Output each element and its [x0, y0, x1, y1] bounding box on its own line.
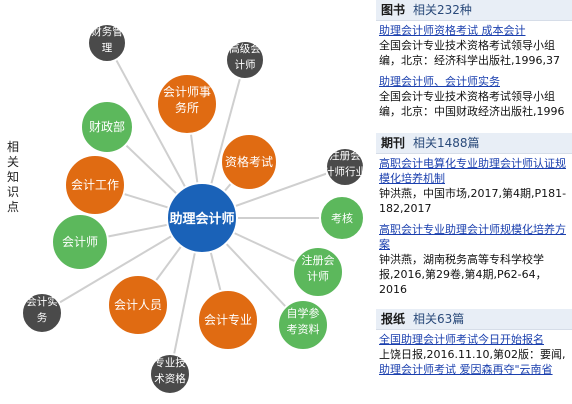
graph-node-label: 财务管理: [91, 25, 123, 54]
journals-section-count[interactable]: 相关1488篇: [413, 135, 480, 150]
graph-node-circle[interactable]: [64, 154, 126, 216]
journal-description: 钟洪燕，湖南税务高等专科学校学报,2016,第29卷,第4期,P62-64，20…: [379, 253, 547, 296]
graph-node[interactable]: 考核: [319, 195, 365, 241]
graph-node[interactable]: 资格考试: [220, 133, 278, 191]
graph-node-circle[interactable]: [197, 289, 259, 351]
graph-node-circle[interactable]: [156, 73, 218, 135]
graph-node-label: 自学参考资料: [287, 306, 320, 336]
list-item: 高职会计专业助理会计师规模化培养方案 钟洪燕，湖南税务高等专科学校学报,2016…: [376, 222, 572, 297]
graph-node[interactable]: 财务管理: [87, 23, 127, 63]
graph-node-circle[interactable]: [225, 40, 265, 80]
journals-section-header[interactable]: 期刊 相关1488篇: [376, 133, 572, 154]
book-title-link[interactable]: 助理会计师、会计师实务: [379, 75, 500, 88]
knowledge-graph[interactable]: 财务管理高级会计师会计师事务所财政部资格考试 注册会计师行业会计工作考核会计师注册…: [0, 0, 372, 404]
graph-node[interactable]: 注册会计师行业: [324, 147, 366, 187]
graph-node-label: 会计工作: [71, 178, 119, 192]
graph-node-label: 资格考试: [225, 154, 273, 169]
graph-node-label: 高级会计师: [229, 42, 261, 71]
graph-nodes[interactable]: 财务管理高级会计师会计师事务所财政部资格考试 注册会计师行业会计工作考核会计师注册…: [21, 23, 366, 395]
graph-node[interactable]: 会计师: [51, 213, 109, 271]
graph-node-circle[interactable]: [51, 213, 109, 271]
graph-node[interactable]: 会计人员: [107, 274, 169, 336]
graph-node[interactable]: 注册会计师: [292, 246, 344, 298]
graph-center-node[interactable]: 助理会计师: [166, 182, 238, 254]
graph-node-label: 会计实务: [26, 295, 58, 324]
graph-node-label: 会计师: [62, 235, 98, 249]
newspapers-section-title: 报纸: [381, 311, 406, 326]
graph-node-label: 注册会计师: [302, 253, 335, 283]
graph-node[interactable]: 高级会计师: [225, 40, 265, 80]
list-item: 高职会计电算化专业助理会计师认证规模化培养机制 钟洪燕，中国市场,2017,第4…: [376, 156, 572, 216]
newspaper-title-link[interactable]: 助理会计师考试 爱因森再夺"云南省: [379, 363, 553, 376]
graph-center-label: 助理会计师: [169, 211, 234, 227]
graph-node-label: 会计专业: [204, 312, 252, 327]
graph-node-circle[interactable]: [277, 299, 329, 351]
journal-title-link[interactable]: 高职会计专业助理会计师规模化培养方案: [379, 223, 566, 251]
related-knowledge-label: 相关知识点: [6, 140, 19, 214]
graph-node-circle[interactable]: [325, 147, 365, 187]
graph-center-circle[interactable]: [166, 182, 238, 254]
graph-node-circle[interactable]: [80, 100, 134, 154]
list-item: 全国助理会计师考试今日开始报名 上饶日报,2016.11.10,第02版：要闻,: [376, 332, 572, 362]
journal-title-link[interactable]: 高职会计电算化专业助理会计师认证规模化培养机制: [379, 157, 566, 185]
newspapers-section-count[interactable]: 相关63篇: [413, 311, 465, 326]
journals-section-title: 期刊: [381, 135, 406, 150]
graph-node[interactable]: 自学参考资料: [277, 299, 329, 351]
graph-node-circle[interactable]: [220, 133, 278, 191]
graph-node-circle[interactable]: [319, 195, 365, 241]
graph-node-label: 会计人员: [114, 298, 162, 312]
journal-description: 钟洪燕，中国市场,2017,第4期,P181-182,2017: [379, 187, 567, 215]
newspaper-description: 上饶日报,2016.11.10,第02版：要闻,: [379, 348, 566, 361]
graph-node-circle[interactable]: [292, 246, 344, 298]
graph-node-label: 财政部: [89, 119, 125, 134]
graph-node-label: 会计师事务所: [163, 85, 211, 115]
graph-node-label: 专业技术资格: [154, 356, 186, 385]
list-item: 助理会计师、会计师实务 全国会计专业技术资格考试领导小组编，北京：中国财政经济出…: [376, 74, 572, 119]
book-title-link[interactable]: 助理会计师资格考试 成本会计: [379, 24, 526, 37]
book-description: 全国会计专业技术资格考试领导小组编，北京：中国财政经济出版社,1996: [379, 90, 565, 118]
book-description: 全国会计专业技术资格考试领导小组编，北京：经济科学出版社,1996,37: [379, 39, 560, 67]
graph-node[interactable]: 会计师事务所: [156, 73, 218, 135]
list-item: 助理会计师考试 爱因森再夺"云南省: [376, 362, 572, 377]
graph-node-circle[interactable]: [149, 353, 191, 395]
graph-node-circle[interactable]: [107, 274, 169, 336]
graph-node[interactable]: 财政部: [80, 100, 134, 154]
graph-node[interactable]: 会计工作: [64, 154, 126, 216]
newspaper-title-link[interactable]: 全国助理会计师考试今日开始报名: [379, 333, 544, 346]
graph-node-label: 考核: [331, 211, 353, 225]
books-section-title: 图书: [381, 2, 406, 17]
graph-node[interactable]: 会计专业: [197, 289, 259, 351]
newspapers-section-header[interactable]: 报纸 相关63篇: [376, 309, 572, 330]
results-panel: 图书 相关232种 助理会计师资格考试 成本会计 全国会计专业技术资格考试领导小…: [376, 0, 572, 404]
books-section-header[interactable]: 图书 相关232种: [376, 0, 572, 21]
graph-node-label: 注册会计师行业: [324, 149, 366, 178]
graph-node[interactable]: 专业技术资格: [149, 353, 191, 395]
books-section-count[interactable]: 相关232种: [413, 2, 472, 17]
graph-node[interactable]: 会计实务: [21, 292, 63, 334]
list-item: 助理会计师资格考试 成本会计 全国会计专业技术资格考试领导小组编，北京：经济科学…: [376, 23, 572, 68]
graph-node-circle[interactable]: [87, 23, 127, 63]
graph-node-circle[interactable]: [21, 292, 63, 334]
